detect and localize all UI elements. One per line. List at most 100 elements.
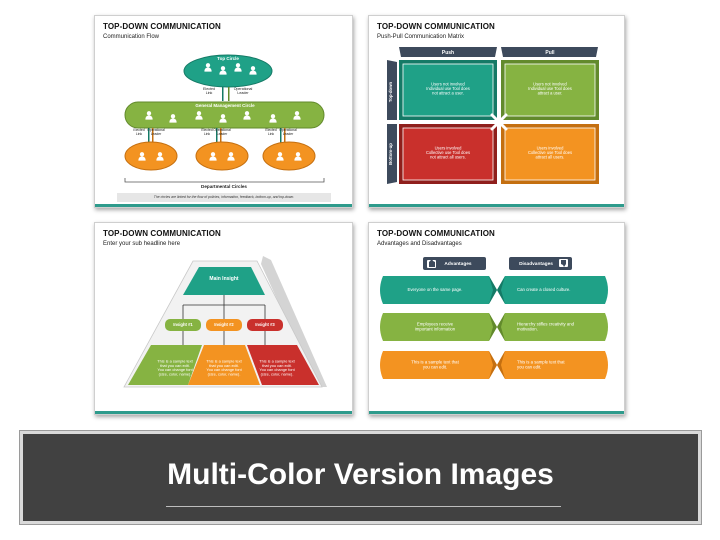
person-icon: [146, 111, 152, 116]
matrix-cell: [402, 127, 494, 181]
operational-link-bar: [152, 128, 154, 145]
insight-2-panel: [188, 345, 260, 385]
person-icon: [195, 115, 203, 120]
footer-note: The circles are linked for the flow of p…: [154, 195, 294, 199]
bottom-up-header-label: Bottom-up: [388, 143, 393, 165]
insight-label: Insight #3: [255, 322, 275, 327]
person-icon: [156, 156, 164, 161]
disadvantage-row-shape: [497, 276, 608, 304]
advantages-tab: [423, 257, 486, 270]
insight-label: Insight #2: [214, 322, 234, 327]
bottom-up-header-shape: [387, 124, 397, 184]
person-icon: [270, 114, 276, 119]
person-icon: [250, 66, 256, 71]
person-icon: [244, 111, 250, 116]
person-icon: [157, 152, 163, 157]
slide-subtitle: Communication Flow: [103, 34, 160, 40]
person-icon: [205, 63, 211, 68]
departmental-circle-shape: [124, 141, 178, 171]
elected-link-bar: [222, 87, 224, 101]
general-management-label: General Management Circle: [195, 103, 255, 108]
version-banner: Multi-Color Version Images: [19, 430, 702, 525]
push-header-label: Push: [442, 50, 454, 56]
slide-thumbnail-advantages-disadvantages[interactable]: TOP-DOWN COMMUNICATION Advantages and Di…: [368, 222, 625, 415]
advantage-row-shape: [380, 351, 497, 379]
person-icon: [210, 152, 216, 157]
advantage-row-fold: [489, 351, 497, 379]
person-icon: [276, 156, 284, 161]
departmental-circle-shape: [262, 141, 316, 171]
person-icon: [209, 156, 217, 161]
insight-1-panel: [128, 345, 202, 385]
pull-header-shape: [501, 47, 598, 57]
person-icon: [145, 115, 153, 120]
operational-link-bar: [228, 87, 230, 101]
departmental-circle-shape: [195, 141, 249, 171]
banner-divider: [166, 506, 561, 507]
insight-3-panel: [247, 345, 319, 385]
slide-subtitle: Enter your sub headline here: [103, 241, 181, 247]
person-icon: [204, 67, 212, 72]
center-cross-icon: [490, 113, 508, 131]
insight-label: Insight #1: [173, 322, 193, 327]
person-icon: [219, 70, 227, 75]
insight-pill: [165, 319, 201, 331]
slide-thumbnail-push-pull-matrix[interactable]: TOP-DOWN COMMUNICATION Push-Pull Communi…: [368, 15, 625, 208]
top-down-header-label: Top-down: [388, 82, 393, 103]
person-icon: [243, 115, 251, 120]
disadvantage-row-shape: [497, 313, 608, 341]
person-icon: [139, 152, 145, 157]
person-icon: [220, 114, 226, 119]
slide-thumbnail-insight-pyramid[interactable]: TOP-DOWN COMMUNICATION Enter your sub he…: [94, 222, 353, 415]
disadvantage-row-fold: [497, 351, 505, 379]
person-icon: [277, 152, 283, 157]
person-icon: [293, 115, 301, 120]
disadvantages-label: Disadvantages: [519, 261, 553, 267]
disadvantages-tab: [509, 257, 572, 270]
elected-link-bar: [148, 128, 150, 145]
slide-thumbnail-communication-flow[interactable]: TOP-DOWN COMMUNICATION Communication Flo…: [94, 15, 353, 208]
operational-link-bar: [220, 128, 222, 145]
thumbs-up-icon: [429, 259, 435, 267]
person-icon: [235, 63, 241, 68]
slide-title: TOP-DOWN COMMUNICATION: [377, 229, 495, 238]
person-icon: [169, 118, 177, 123]
insight-pill: [247, 319, 283, 331]
disadvantage-row-fold: [497, 276, 505, 304]
person-icon: [196, 111, 202, 116]
elected-link-bar: [216, 128, 218, 145]
pyramid-shadow-arrow: [261, 256, 327, 387]
advantage-row-fold: [489, 313, 497, 341]
matrix-cell: [402, 63, 494, 117]
person-icon: [227, 156, 235, 161]
advantage-row-fold: [489, 276, 497, 304]
main-insight-label: Main Insight: [209, 276, 239, 282]
slide-subtitle: Push-Pull Communication Matrix: [377, 34, 465, 40]
insight-pill: [206, 319, 242, 331]
top-circle-label: Top Circle: [217, 56, 239, 61]
person-icon: [234, 67, 242, 72]
person-icon: [295, 152, 301, 157]
thumbs-down-icon: [561, 260, 566, 267]
operational-link-bar: [284, 128, 286, 145]
person-icon: [294, 156, 302, 161]
pull-header-label: Pull: [545, 50, 555, 56]
disadvantage-row-shape: [497, 351, 608, 379]
